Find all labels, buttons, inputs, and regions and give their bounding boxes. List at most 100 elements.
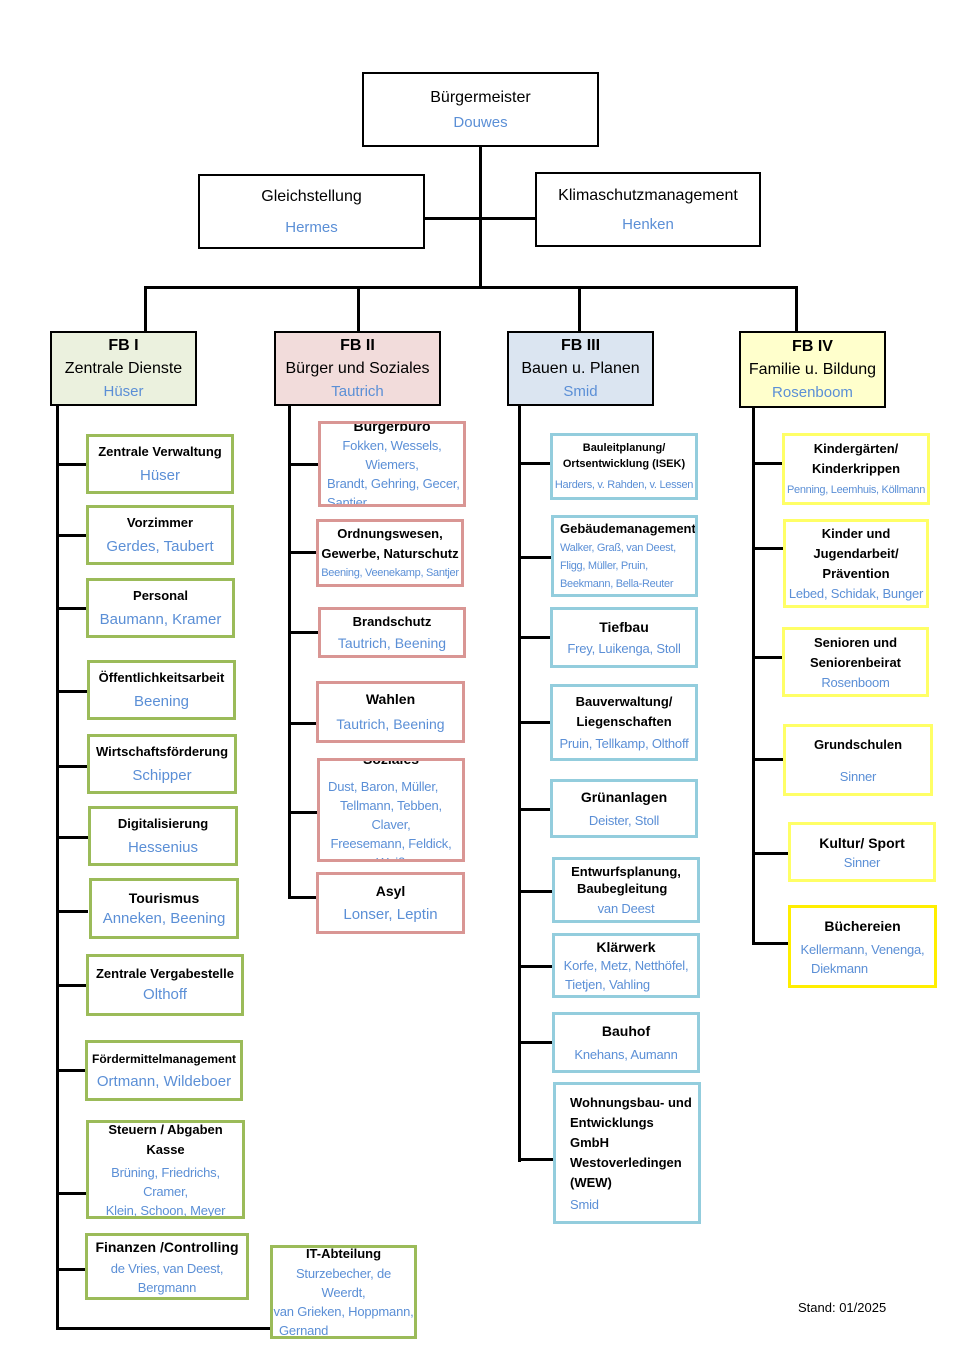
- unit-title: Grundschulen: [813, 736, 903, 752]
- unit-title: Zentrale Verwaltung: [98, 443, 222, 459]
- connector: [288, 896, 320, 899]
- connector: [56, 405, 59, 1330]
- fb4-header: FB IV Familie u. Bildung Rosenboom: [739, 331, 886, 408]
- connector: [357, 286, 360, 332]
- unit-title: Tourismus: [128, 889, 200, 906]
- unit-senioren: Senioren und Seniorenbeirat Rosenboom: [782, 627, 929, 697]
- unit-buergerbuero: Bürgerbüro Fokken, Wessels, Wiemers, Bra…: [318, 421, 466, 507]
- unit-title: Klärwerk: [596, 938, 656, 955]
- fb1-name: Zentrale Dienste: [64, 359, 183, 377]
- unit-oeffentlichkeitsarbeit: Öffentlichkeitsarbeit Beening: [87, 660, 236, 720]
- unit-title: Vorzimmer: [126, 514, 194, 530]
- unit-people: Harders, v. Rahden, v. Lessen: [554, 478, 694, 491]
- fb1-person: Hüser: [103, 382, 144, 400]
- unit-klaerwerk: Klärwerk Korfe, Metz, Netthöfel, Tietjen…: [552, 933, 700, 998]
- unit-zentrale-vergabestelle: Zentrale Vergabestelle Olthoff: [86, 954, 244, 1016]
- unit-people: Olthoff: [143, 986, 187, 1003]
- fb3-header: FB III Bauen u. Planen Smid: [507, 331, 654, 406]
- connector: [752, 656, 784, 659]
- stand-date: Stand: 01/2025: [798, 1300, 887, 1315]
- unit-people-line3: Freesemann, Feldick, Weiß: [330, 835, 452, 862]
- unit-people: Penning, Leemhuis, Köllmann: [786, 484, 926, 496]
- connector: [752, 758, 784, 761]
- unit-title: Entwurfsplanung,: [571, 863, 681, 879]
- unit-gebaeudemanagement: Gebäudemanagement Walker, Graß, van Dees…: [551, 515, 698, 597]
- fb4-name: Familie u. Bildung: [748, 360, 877, 378]
- unit-people: Beening, Veenekamp, Santjer: [321, 567, 459, 579]
- mayor-person: Douwes: [453, 113, 508, 131]
- unit-title-line4: Westoverledingen: [570, 1154, 682, 1170]
- unit-title: Büchereien: [824, 917, 901, 934]
- unit-people: Sinner: [843, 854, 881, 870]
- unit-grundschulen: Grundschulen Sinner: [783, 724, 933, 796]
- unit-kindergaerten: Kindergärten/ Kinderkrippen Penning, Lee…: [782, 433, 930, 505]
- unit-people: Brüning, Friedrichs, Cramer,: [111, 1164, 220, 1199]
- unit-people-line2: Tietjen, Vahling: [565, 976, 650, 992]
- unit-personal: Personal Baumann, Kramer: [86, 578, 235, 638]
- unit-vorzimmer: Vorzimmer Gerdes, Taubert: [86, 505, 234, 565]
- unit-digitalisierung: Digitalisierung Hessenius: [88, 806, 238, 866]
- unit-people: Fokken, Wessels, Wiemers,: [342, 438, 442, 472]
- connector: [56, 1268, 88, 1271]
- connector: [288, 405, 291, 899]
- unit-buechereien: Büchereien Kellermann, Venenga, Diekmann: [788, 905, 937, 988]
- equality-box: Gleichstellung Hermes: [198, 174, 425, 249]
- connector: [56, 765, 88, 768]
- unit-steuern-abgaben-kasse: Steuern / Abgaben Kasse Brüning, Friedri…: [86, 1120, 245, 1219]
- unit-title: Gebäudemanagement: [560, 521, 696, 536]
- unit-people: Hüser: [139, 466, 180, 484]
- unit-title-line2: Entwicklungs: [570, 1114, 654, 1130]
- connector: [518, 890, 554, 893]
- unit-title: Ordnungswesen,: [337, 526, 443, 541]
- unit-people: Kellermann, Venenga,: [800, 941, 925, 957]
- connector: [144, 286, 798, 289]
- unit-title-line2: Kinderkrippen: [811, 461, 901, 476]
- connector: [56, 1327, 272, 1330]
- connector: [288, 631, 320, 634]
- connector: [518, 556, 552, 559]
- unit-title: Senioren und: [813, 634, 898, 650]
- connector: [518, 721, 552, 724]
- unit-title-line2: Jugendarbeit/: [813, 546, 899, 561]
- unit-brandschutz: Brandschutz Tautrich, Beening: [318, 607, 466, 658]
- equality-person: Hermes: [285, 218, 338, 236]
- unit-title: Bauhof: [601, 1023, 651, 1039]
- connector: [752, 942, 788, 945]
- unit-tiefbau: Tiefbau Frey, Luikenga, Stoll: [550, 607, 698, 668]
- unit-people-line2: Fligg, Müller, Pruin,: [560, 560, 648, 572]
- fb4-person: Rosenboom: [772, 383, 853, 401]
- connector: [56, 534, 88, 537]
- unit-title: Finanzen /Controlling: [95, 1238, 239, 1255]
- unit-title-line3: Prävention: [822, 566, 890, 581]
- unit-title: Wirtschaftsförderung: [95, 743, 229, 759]
- unit-people: Ortmann, Wildeboer: [96, 1072, 232, 1090]
- connector: [56, 690, 88, 693]
- unit-title: Soziales: [362, 758, 420, 767]
- fb2-person: Tautrich: [331, 382, 384, 400]
- connector: [56, 463, 88, 466]
- connector: [752, 405, 755, 944]
- connector: [752, 547, 784, 550]
- fb1-code: FB I: [108, 336, 139, 354]
- unit-title-line2: Gewerbe, Naturschutz: [321, 546, 459, 561]
- unit-entwurfsplanung: Entwurfsplanung, Baubegleitung van Deest: [552, 857, 700, 923]
- connector: [56, 836, 88, 839]
- unit-people-line3: Beekmann, Bella-Reuter: [560, 578, 674, 590]
- unit-gruenanlagen: Grünanlagen Deister, Stoll: [550, 779, 698, 838]
- mayor-title: Bürgermeister: [430, 88, 531, 106]
- unit-people: Lebed, Schidak, Bunger: [788, 586, 924, 601]
- unit-people: Walker, Graß, van Deest,: [560, 542, 676, 554]
- connector: [518, 1158, 554, 1161]
- unit-title: Bürgerbüro: [353, 421, 431, 434]
- connector: [578, 286, 581, 332]
- unit-people: Tautrich, Beening: [337, 634, 447, 651]
- unit-people: Sinner: [839, 768, 877, 784]
- unit-title-line5: (WEW): [570, 1174, 612, 1190]
- connector: [518, 1041, 554, 1044]
- unit-finanzen-controlling: Finanzen /Controlling de Vries, van Dees…: [85, 1233, 249, 1300]
- unit-people-line2: Klein, Schoon, Meyer: [105, 1202, 226, 1218]
- unit-people: Baumann, Kramer: [99, 610, 222, 628]
- unit-title: Bauleitplanung/: [582, 441, 666, 454]
- unit-people: Knehans, Aumann: [574, 1047, 678, 1062]
- connector: [56, 984, 88, 987]
